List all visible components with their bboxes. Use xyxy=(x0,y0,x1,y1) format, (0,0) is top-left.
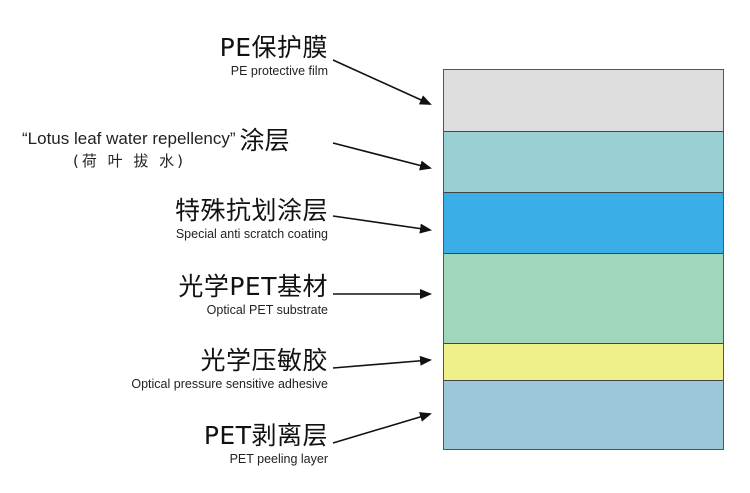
label-lotus-subtitle: (荷 叶 拔 水) xyxy=(73,152,187,170)
label-zh: 涂层 xyxy=(239,126,290,155)
layer-stack xyxy=(443,69,724,450)
arrow-pe-protective-film xyxy=(332,59,432,105)
label-pet-peeling: PET剥离层 PET peeling layer xyxy=(204,421,328,468)
label-zh: PE保护膜 xyxy=(219,33,328,62)
label-en: Special anti scratch coating xyxy=(175,227,328,241)
label-optical-pet: 光学PET基材 Optical PET substrate xyxy=(178,272,328,319)
label-anti-scratch: 特殊抗划涂层 Special anti scratch coating xyxy=(175,196,328,243)
label-en: “Lotus leaf water repellency” xyxy=(22,129,236,148)
layer-pe-protective-film xyxy=(444,70,723,131)
label-en: PET peeling layer xyxy=(229,452,328,466)
layer-anti-scratch xyxy=(444,192,723,253)
label-zh: 光学PET基材 xyxy=(178,272,328,301)
label-en: Optical PET substrate xyxy=(206,303,328,317)
layer-optical-pet xyxy=(444,253,723,343)
label-zh: 光学压敏胶 xyxy=(200,346,328,375)
layer-optical-adhesive xyxy=(444,343,723,380)
arrow-anti-scratch xyxy=(332,215,432,234)
label-zh: PET剥离层 xyxy=(203,421,328,450)
label-en: PE protective film xyxy=(230,64,328,78)
layer-lotus-coating xyxy=(444,131,723,192)
arrow-pet-peeling xyxy=(332,412,432,444)
label-en: Optical pressure sensitive adhesive xyxy=(131,377,328,391)
arrow-lotus-coating xyxy=(332,142,432,171)
label-optical-adhesive: 光学压敏胶 Optical pressure sensitive adhesiv… xyxy=(131,346,328,393)
label-zh: 特殊抗划涂层 xyxy=(174,196,328,225)
layer-pet-peeling xyxy=(444,380,723,449)
label-lotus-coating: “Lotus leaf water repellency”涂层 xyxy=(22,121,290,157)
label-pe-protective-film: PE保护膜 PE protective film xyxy=(220,33,328,80)
arrow-optical-adhesive xyxy=(332,355,432,369)
